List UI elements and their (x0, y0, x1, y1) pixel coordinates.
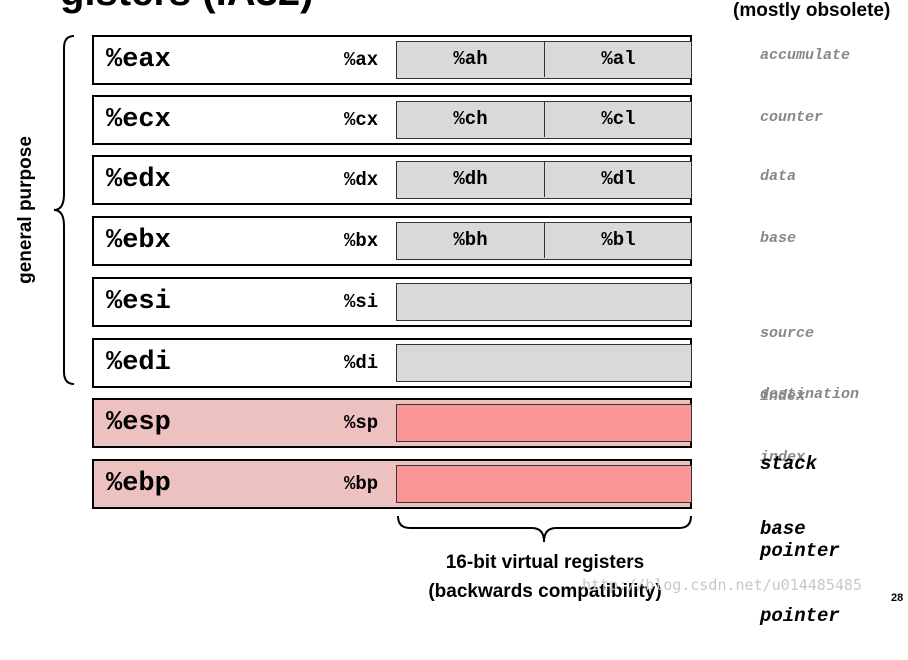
register-16-box: %dh %dl (396, 161, 692, 199)
register-16-box: %ah %al (396, 41, 692, 79)
register-row-eax: %eax %ax %ah %al (92, 35, 692, 85)
register-32-name: %edi (106, 348, 171, 378)
virtual-registers-label-line2: (backwards compatibility) (428, 581, 662, 602)
register-16-box: %ch %cl (396, 101, 692, 139)
register-row-esi: %esi %si (92, 277, 692, 327)
register-16-name: %sp (344, 412, 379, 434)
purpose-ebp: base pointer (760, 457, 840, 660)
register-16-box (396, 283, 692, 321)
register-16-name: %di (344, 352, 379, 374)
purpose-line: pointer (760, 605, 840, 627)
register-row-ebx: %ebx %bx %bh %bl (92, 216, 692, 266)
general-purpose-brace-icon (53, 35, 75, 385)
purpose-line: counter (760, 109, 824, 126)
register-high-byte: %bh (397, 223, 545, 258)
register-32-name: %ecx (106, 105, 171, 135)
purpose-esp: stack pointer (760, 392, 840, 595)
register-16-name: %dx (344, 169, 379, 191)
page-number: 28 (891, 592, 904, 604)
register-high-byte: %ch (397, 102, 545, 137)
register-row-ecx: %ecx %cx %ch %cl (92, 95, 692, 145)
register-16-name: %ax (344, 49, 379, 71)
register-row-esp: %esp %sp (92, 398, 692, 448)
slide-title: gisters (IA32) (60, 0, 313, 15)
purpose-line: data (760, 168, 797, 185)
register-32-name: %ebp (106, 469, 171, 499)
register-16-name: %bx (344, 230, 379, 252)
register-high-byte: %dh (397, 162, 545, 197)
purpose-edi: destination index (760, 342, 859, 489)
purpose-ecx: counter (760, 107, 823, 128)
register-row-edi: %edi %di (92, 338, 692, 388)
purpose-ebx: base (760, 228, 796, 249)
register-32-name: %esi (106, 287, 171, 317)
purpose-eax: accumulate (760, 45, 850, 66)
purpose-esi: source index (760, 281, 814, 428)
register-32-name: %eax (106, 45, 171, 75)
register-low-byte: %cl (601, 108, 636, 130)
purpose-line: accumulate (760, 47, 851, 64)
virtual-registers-label-line1: 16-bit virtual registers (445, 552, 645, 573)
register-32-name: %ebx (106, 226, 171, 256)
watermark: http://blog.csdn.net/u014485485 (582, 576, 862, 594)
register-16-name: %cx (344, 109, 379, 131)
general-purpose-label: general purpose (15, 136, 36, 284)
purpose-line: index (760, 449, 806, 466)
register-high-byte: %ah (397, 42, 545, 77)
virtual-registers-brace-icon (397, 515, 692, 543)
column-header: (mostly obsolete) (733, 0, 891, 21)
register-16-box (396, 344, 692, 382)
register-low-byte: %al (601, 48, 636, 70)
purpose-line: base (760, 230, 797, 247)
purpose-line: destination (760, 386, 860, 403)
purpose-line: base (760, 518, 806, 540)
virtual-registers-label: 16-bit virtual registers (backwards comp… (395, 548, 695, 606)
purpose-line: source (760, 325, 815, 342)
purpose-edx: data (760, 166, 796, 187)
register-low-byte: %dl (601, 168, 636, 190)
register-16-box (396, 465, 692, 503)
register-16-name: %bp (344, 473, 379, 495)
purpose-line: index (760, 388, 806, 405)
register-16-box (396, 404, 692, 442)
purpose-line: stack (760, 453, 818, 475)
register-32-name: %esp (106, 408, 171, 438)
register-low-byte: %bl (601, 229, 636, 251)
register-16-name: %si (344, 291, 379, 313)
register-32-name: %edx (106, 165, 171, 195)
purpose-line: pointer (760, 540, 840, 562)
register-row-edx: %edx %dx %dh %dl (92, 155, 692, 205)
register-16-box: %bh %bl (396, 222, 692, 260)
register-row-ebp: %ebp %bp (92, 459, 692, 509)
